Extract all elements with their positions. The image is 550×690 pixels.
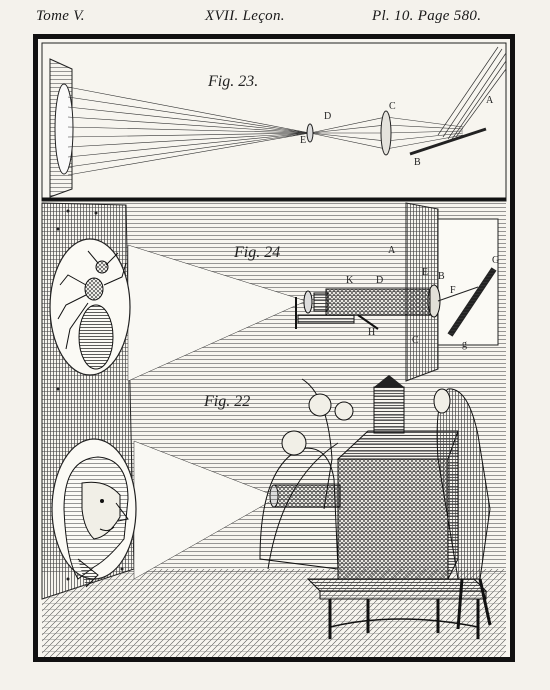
fig-23-panel [41,42,507,202]
fig24-letter-e: E [422,267,429,278]
fig23-letter-c: C [389,101,396,112]
room-scene [41,202,506,657]
fig24-letter-c: C [412,335,419,346]
lesson-label: XVII. Leçon. [205,8,285,24]
fig-22-label: Fig. 22 [204,393,251,410]
fig-24-microscope [295,288,431,330]
fig24-letter-k: K [346,275,354,286]
fig23-letter-e: E [300,135,307,146]
fig24-letter-f: F [450,285,456,296]
fig-24-label: Fig. 24 [234,244,281,261]
engraving-plate: Fig. 23. Fig. 24 Fig. 22 A B C D E A B C… [33,34,515,662]
plate-page-label: Pl. 10. Page 580. [372,8,482,24]
fig24-letter-d: D [376,275,384,286]
louse-projection [49,238,131,376]
page-header: Tome V. XVII. Leçon. Pl. 10. Page 580. [0,0,550,34]
fig24-letter-g-lower: g [462,339,467,350]
fig24-letter-g-upper: G [492,255,500,266]
fig24-letter-a: A [388,245,396,256]
fig24-letter-b: B [438,271,445,282]
spectators [259,378,492,630]
engraving-illustration [41,42,507,657]
old-woman-projection [51,438,137,588]
fig23-letter-d: D [324,111,332,122]
fig23-letter-a: A [486,95,494,106]
fig23-letter-b: B [414,157,421,168]
fig-23-label: Fig. 23. [208,73,259,90]
volume-label: Tome V. [36,8,85,24]
fig24-letter-h: H [368,327,376,338]
